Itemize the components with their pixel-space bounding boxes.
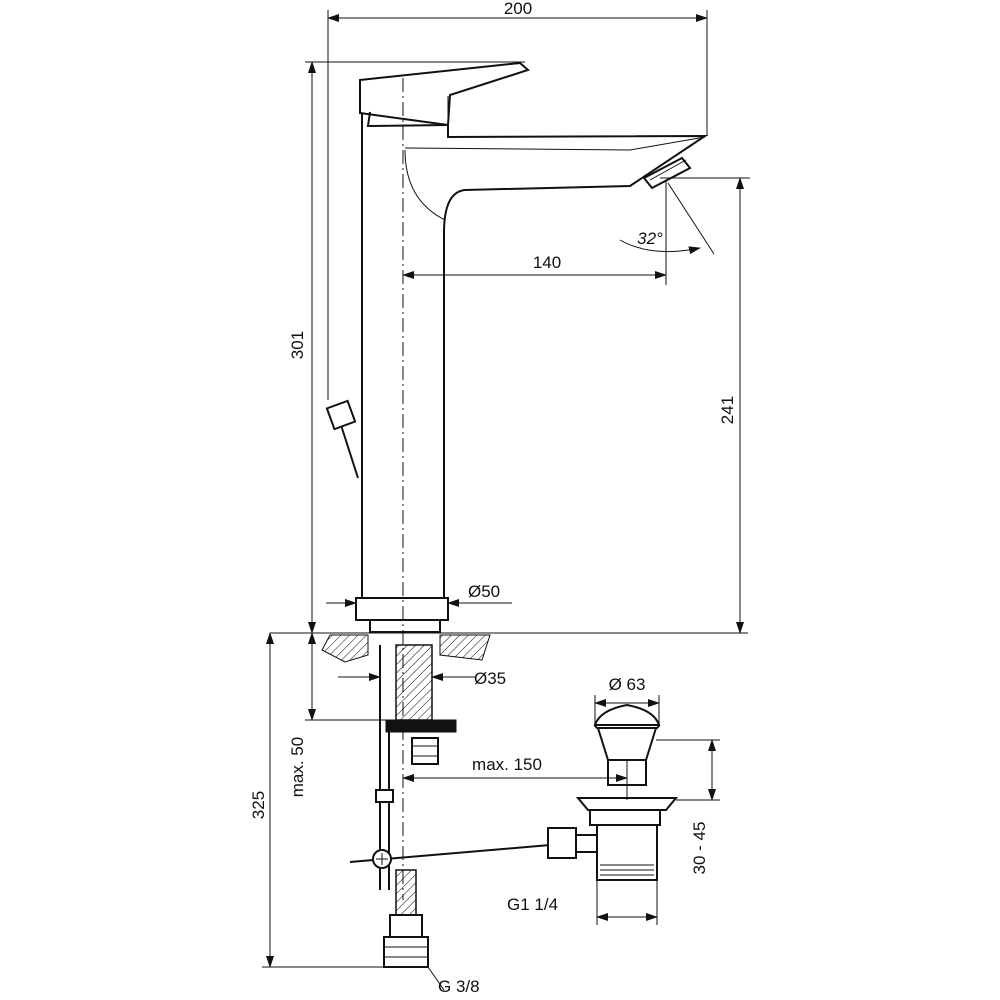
max-deck-thickness-label: max. 50 (288, 737, 307, 797)
waste-diameter-label: Ø 63 (609, 675, 646, 694)
shank-diameter-label: Ø35 (474, 669, 506, 688)
waste-height-range-label: 30 - 45 (690, 822, 709, 875)
waste-offset-label: max. 150 (472, 755, 542, 774)
spray-angle-label: 32° (637, 229, 663, 248)
waste-assembly (547, 703, 679, 881)
deck (270, 632, 748, 663)
supply-thread-label: G 3/8 (438, 977, 480, 996)
body-diameter-label: Ø50 (468, 582, 500, 601)
below-deck-length-label: 325 (249, 791, 268, 819)
waste-thread-label: G1 1/4 (507, 895, 558, 914)
spout-height-label: 241 (718, 396, 737, 424)
below-deck-fittings (349, 644, 551, 968)
faucet-body (325, 61, 709, 633)
dimension-lines (262, 10, 750, 991)
overall-height-label: 301 (288, 331, 307, 359)
spout-reach-label: 140 (533, 253, 561, 272)
overall-width-label: 200 (504, 0, 532, 18)
